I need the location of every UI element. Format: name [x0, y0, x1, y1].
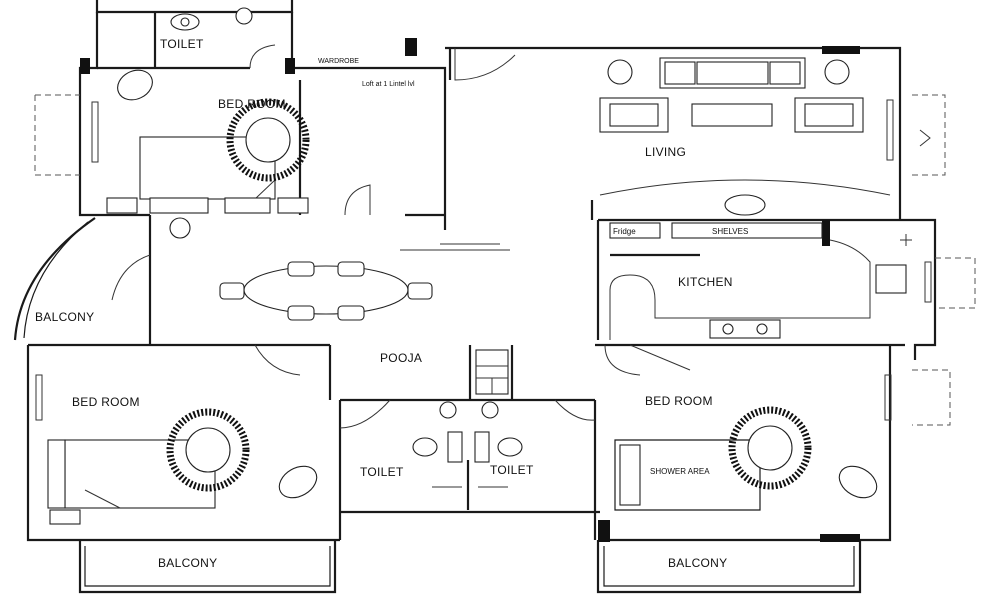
bedroom-right-furniture: [619, 406, 878, 506]
door-swings: [111, 44, 691, 429]
label-toilet-mid-right: TOILET: [490, 463, 534, 477]
label-fridge: Fridge: [613, 227, 636, 236]
label-balcony-bottom-left: BALCONY: [158, 556, 217, 570]
kitchen-furniture: [609, 222, 912, 340]
label-loft-note: Loft at 1 Lintel lvl: [362, 81, 415, 88]
label-balcony-bottom-right: BALCONY: [668, 556, 727, 570]
label-pooja: POOJA: [380, 351, 422, 365]
living-furniture: [599, 57, 931, 216]
bedroom-left-furniture: [47, 408, 318, 525]
label-toilet-top: TOILET: [160, 37, 204, 51]
pooja-fixtures: [475, 349, 509, 395]
label-bedroom-right: BED ROOM: [645, 394, 713, 408]
walls: [26, 0, 937, 542]
label-shelves: SHELVES: [712, 227, 748, 236]
balcony-outlines: [13, 94, 976, 594]
label-living: LIVING: [645, 145, 686, 159]
label-balcony-left: BALCONY: [35, 310, 94, 324]
bedroom-top-furniture: [106, 69, 310, 239]
label-bedroom-top: BED ROOM: [218, 97, 286, 111]
label-shower-area: SHOWER AREA: [650, 467, 710, 476]
dining-set: [219, 243, 510, 321]
label-wardrobe-top: WARDROBE: [318, 58, 359, 65]
window-marks: [35, 38, 932, 542]
toilet-mid-fixtures: [412, 401, 523, 488]
label-toilet-mid-left: TOILET: [360, 465, 404, 479]
label-kitchen: KITCHEN: [678, 275, 733, 289]
label-bedroom-left: BED ROOM: [72, 395, 140, 409]
toilet-top-fixtures: [170, 7, 253, 31]
